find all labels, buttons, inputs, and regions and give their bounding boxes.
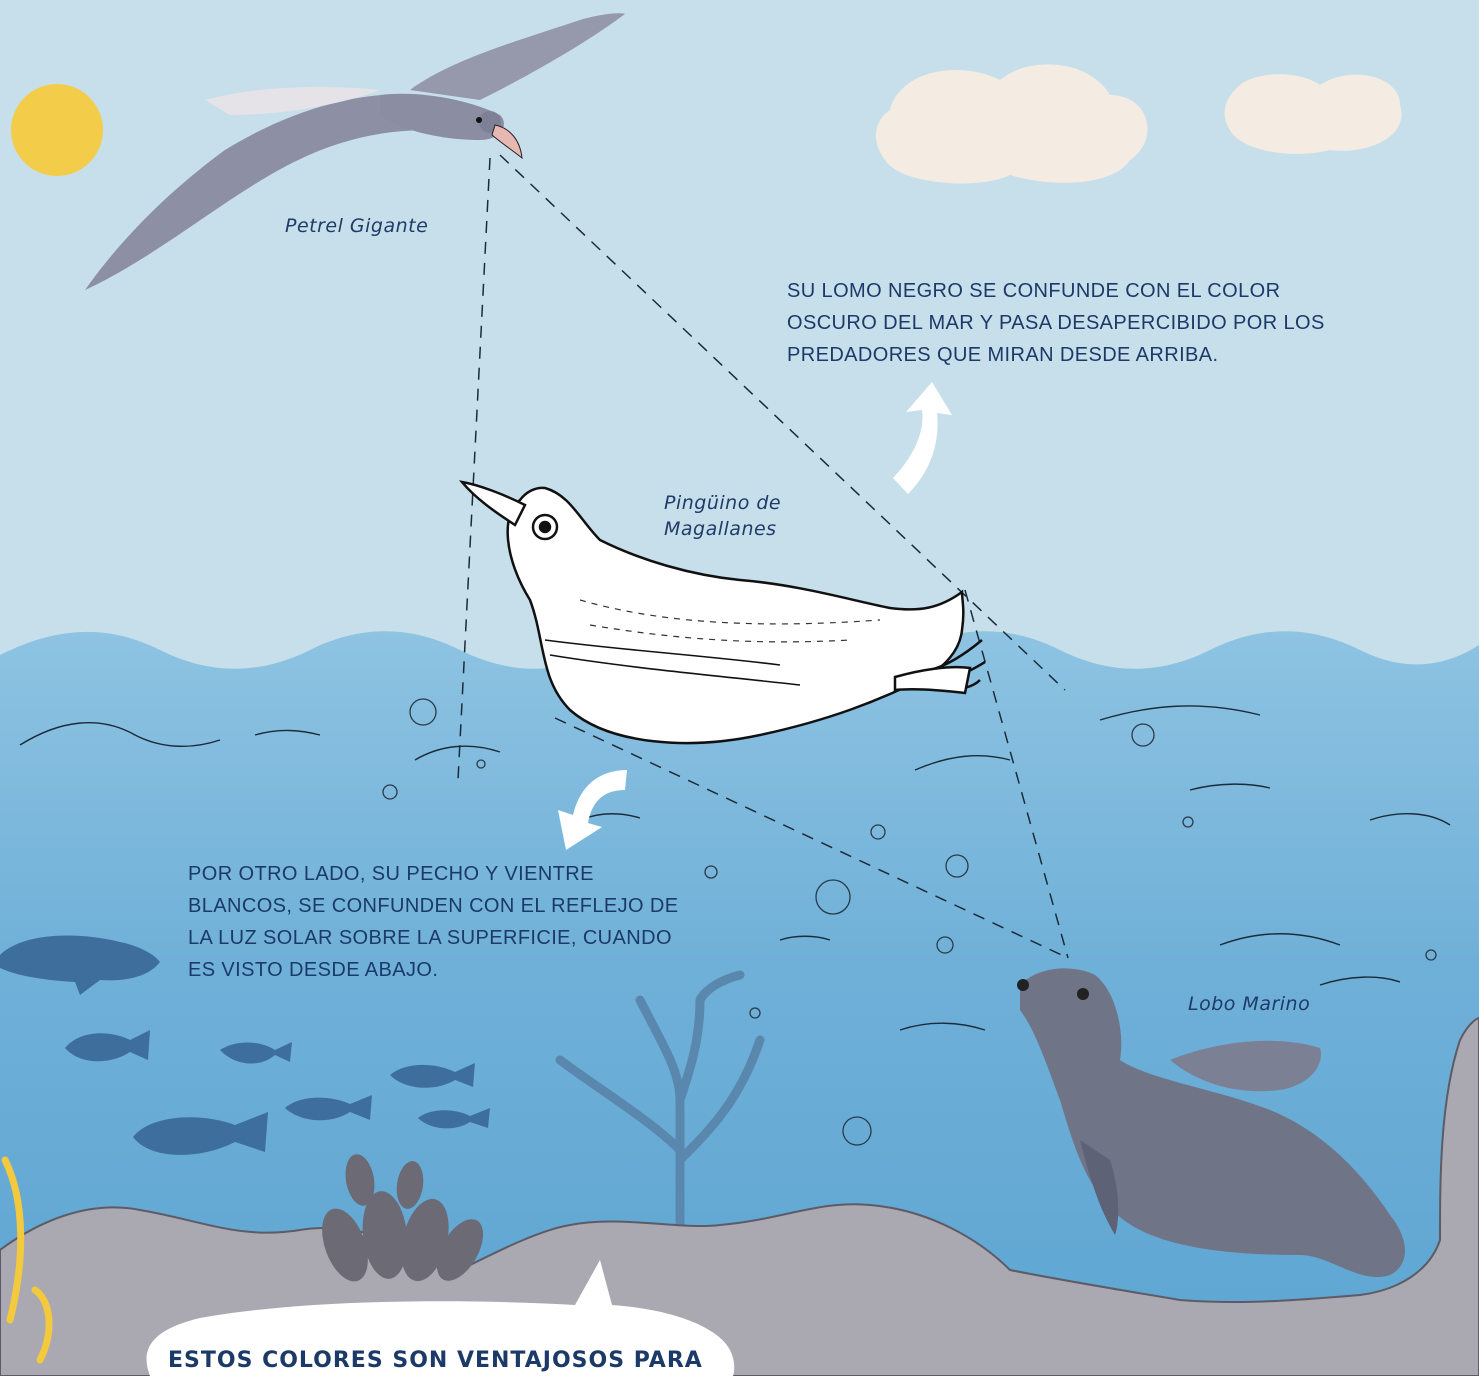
sun-icon (11, 84, 103, 176)
cloud-icon (1225, 74, 1402, 154)
penguin-label: Pingüino de Magallanes (664, 490, 781, 542)
petrel-label: Petrel Gigante (285, 213, 428, 239)
caption-below: POR OTRO LADO, SU PECHO Y VIENTRE BLANCO… (188, 858, 700, 986)
speech-bubble-text: ESTOS COLORES SON VENTAJOSOS PARA (168, 1348, 703, 1373)
caption-above: SU LOMO NEGRO SE CONFUNDE CON EL COLOR O… (787, 275, 1347, 371)
sea-lion-label: Lobo Marino (1188, 991, 1310, 1017)
